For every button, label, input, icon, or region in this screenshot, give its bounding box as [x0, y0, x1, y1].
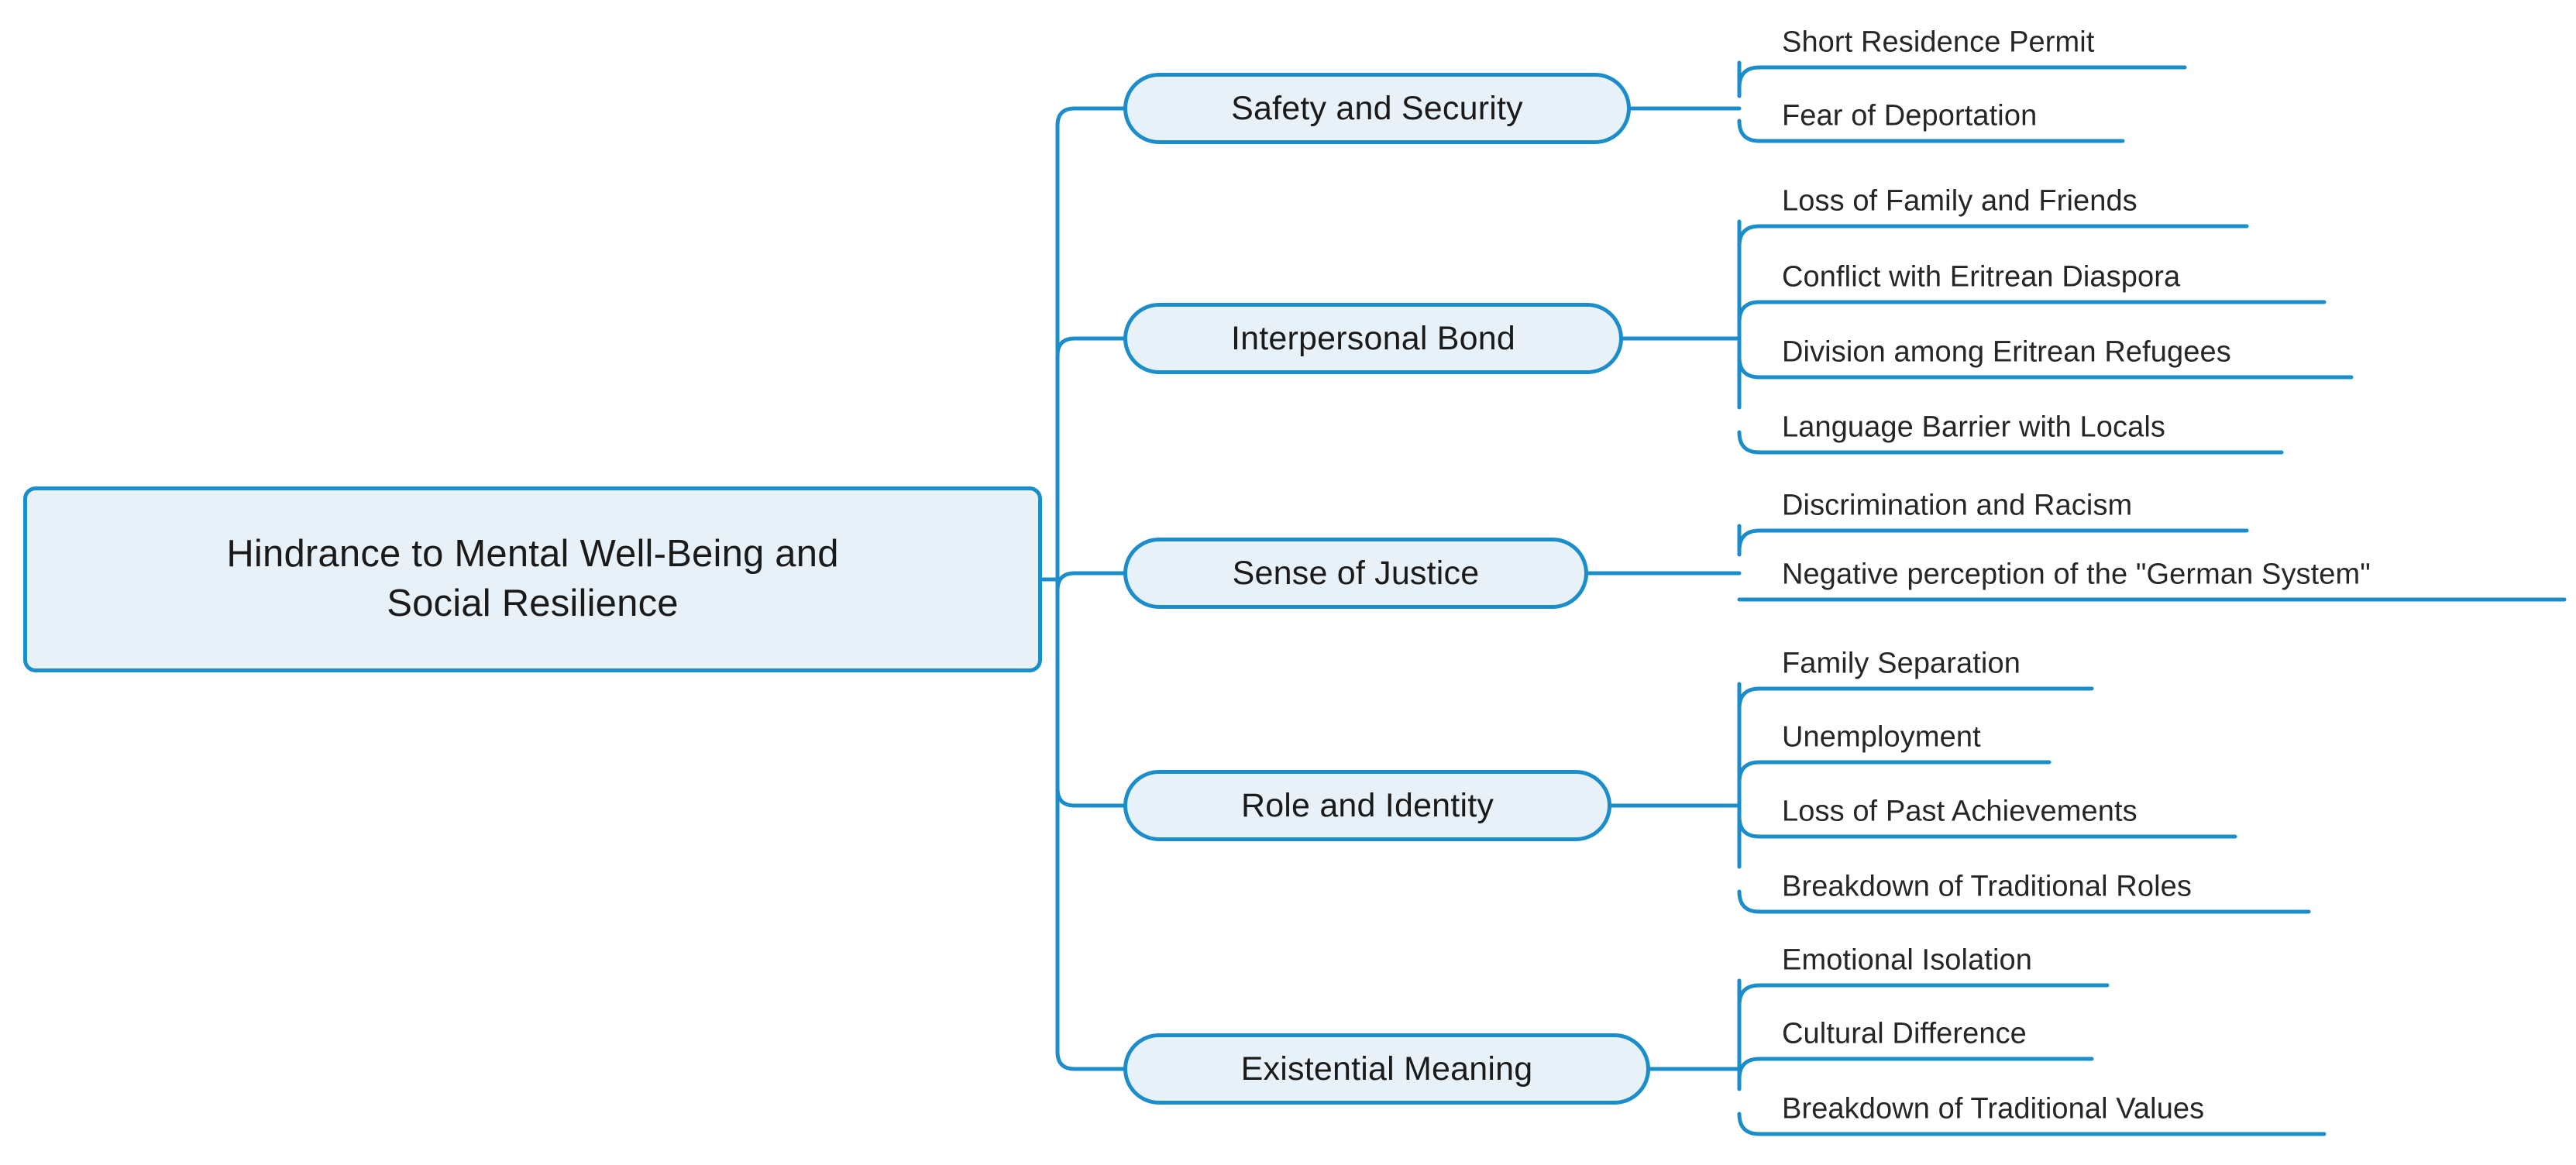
connector-line [1055, 571, 1126, 593]
branch-node-1[interactable]: Safety and Security [1123, 73, 1631, 144]
connector-line [1737, 983, 2110, 1008]
leaf-node-label[interactable]: Cultural Difference [1782, 1017, 2027, 1050]
branch-node-label: Existential Meaning [1240, 1050, 1533, 1088]
branch-node-4[interactable]: Role and Identity [1123, 770, 1611, 841]
leaf-node-label[interactable]: Language Barrier with Locals [1782, 411, 2165, 444]
leaf-node-label[interactable]: Breakdown of Traditional Roles [1782, 870, 2192, 903]
branch-node-label: Role and Identity [1240, 786, 1494, 824]
leaf-node-label[interactable]: Emotional Isolation [1782, 943, 2032, 977]
connector-line [1737, 300, 2327, 325]
connector-line [1055, 106, 1126, 128]
connector-line [1737, 760, 2052, 785]
branch-node-5[interactable]: Existential Meaning [1123, 1033, 1650, 1105]
connector-line [1737, 65, 2187, 90]
leaf-node-label[interactable]: Negative perception of the "German Syste… [1782, 558, 2371, 591]
branch-node-3[interactable]: Sense of Justice [1123, 538, 1588, 609]
leaf-node-label[interactable]: Breakdown of Traditional Values [1782, 1092, 2205, 1125]
leaf-node-label[interactable]: Conflict with Eritrean Diaspora [1782, 260, 2181, 294]
connector-line [1737, 528, 2249, 553]
branch-node-label: Sense of Justice [1232, 554, 1480, 592]
connector-line [1737, 1057, 2094, 1081]
leaf-node-label[interactable]: Unemployment [1782, 720, 1981, 754]
leaf-node-label[interactable]: Loss of Family and Friends [1782, 184, 2137, 218]
connector-line [1055, 336, 1126, 358]
branch-node-2[interactable]: Interpersonal Bond [1123, 303, 1623, 374]
branch-node-label: Safety and Security [1231, 89, 1523, 127]
connector-line [1055, 1050, 1126, 1071]
leaf-node-label[interactable]: Family Separation [1782, 647, 2021, 680]
connector-line [1737, 224, 2249, 249]
leaf-node-label[interactable]: Discrimination and Racism [1782, 489, 2133, 522]
branch-node-label: Interpersonal Bond [1231, 319, 1515, 357]
connector-line [1055, 786, 1126, 808]
leaf-node-label[interactable]: Division among Eritrean Refugees [1782, 335, 2231, 369]
connector-line [1737, 686, 2094, 711]
leaf-node-label[interactable]: Loss of Past Achievements [1782, 795, 2137, 828]
leaf-node-label[interactable]: Short Residence Permit [1782, 26, 2095, 59]
leaf-node-label[interactable]: Fear of Deportation [1782, 99, 2038, 132]
